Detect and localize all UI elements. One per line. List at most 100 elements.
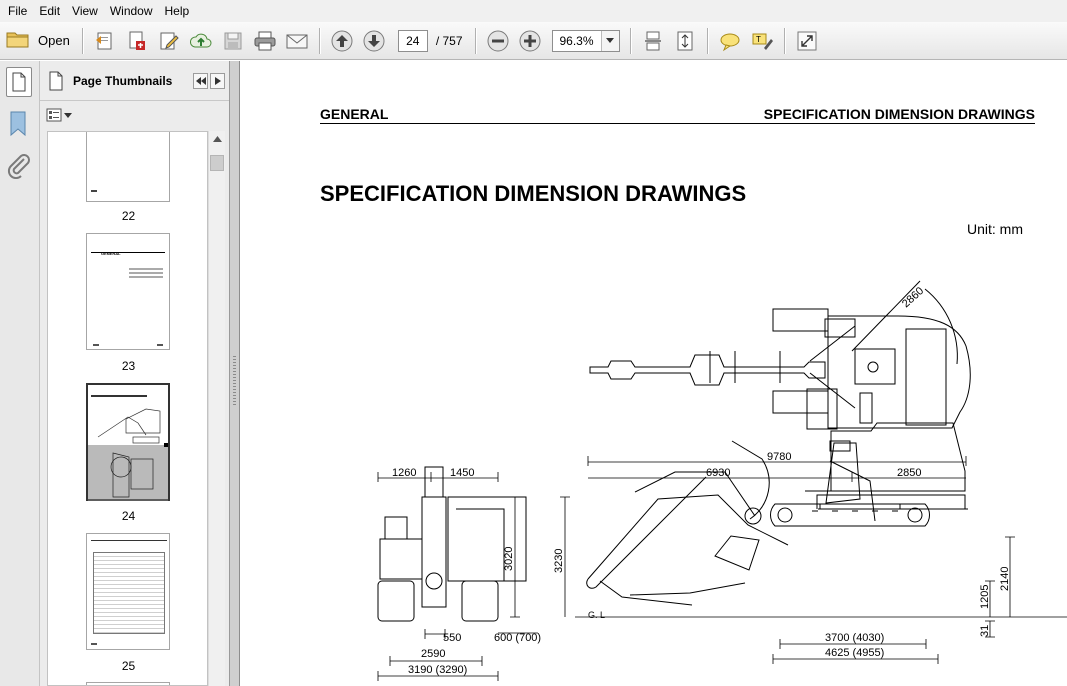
dim-shoe-outer: 600 (700)	[494, 632, 541, 644]
thumbnails-scrollbar[interactable]	[208, 131, 225, 686]
dim-rear-length: 2850	[897, 467, 921, 479]
bookmark-icon	[10, 111, 26, 137]
thumbnail-page-22[interactable]	[86, 132, 170, 202]
expand-icon	[797, 31, 817, 50]
ground-line-label: G. L	[588, 610, 605, 620]
scroll-up-button[interactable]	[209, 131, 225, 147]
thumbnail-label: 23	[121, 359, 136, 373]
paperclip-icon	[7, 154, 30, 180]
thumbnail-page-24[interactable]	[86, 383, 170, 501]
side-view	[586, 422, 968, 606]
dim-total-length: 9780	[767, 451, 791, 463]
header-rule	[320, 123, 1035, 124]
thumbnail-page-25[interactable]	[86, 533, 170, 650]
create-pdf-button[interactable]	[91, 27, 119, 55]
panel-icon	[48, 71, 64, 91]
dim-track-shoe: 550	[443, 632, 461, 644]
create-pdf-icon	[95, 32, 112, 49]
page-header-right: SPECIFICATION DIMENSION DRAWINGS	[763, 106, 1035, 122]
dim-track-gauge: 2590	[421, 648, 445, 660]
document-view[interactable]: GENERAL SPECIFICATION DIMENSION DRAWINGS…	[240, 61, 1067, 686]
menu-file[interactable]: File	[8, 4, 28, 18]
pages-icon	[12, 72, 26, 92]
double-chevron-left-icon	[195, 76, 206, 85]
panel-splitter[interactable]	[230, 61, 240, 686]
thumbnail-label: 22	[121, 209, 136, 223]
thumbnail-label: 25	[121, 659, 136, 673]
chevron-right-icon	[214, 76, 221, 85]
options-menu-button[interactable]	[46, 108, 72, 122]
svg-text:T: T	[756, 35, 761, 44]
save-button[interactable]	[219, 27, 247, 55]
chevron-up-icon	[212, 136, 222, 142]
upload-cloud-button[interactable]	[187, 27, 215, 55]
zoom-in-button[interactable]	[516, 27, 544, 55]
thumbnails-list[interactable]: 22 GENERAL 23 24 25	[47, 131, 208, 686]
arrow-down-circle-icon	[363, 30, 385, 51]
fit-page-button[interactable]	[671, 27, 699, 55]
dim-reach-radius: 2860	[900, 285, 926, 310]
add-comment-button[interactable]	[716, 27, 744, 55]
scroll-thumb[interactable]	[210, 155, 224, 171]
comment-icon	[720, 33, 740, 51]
highlighter-icon: T	[752, 33, 773, 50]
page-header-left: GENERAL	[320, 106, 389, 122]
front-view	[377, 466, 527, 622]
menu-bar: File Edit View Window Help	[0, 0, 1067, 22]
dim-track-length: 4625 (4955)	[825, 647, 884, 659]
page-total: / 757	[435, 33, 463, 48]
menu-edit[interactable]: Edit	[39, 4, 61, 18]
attachments-tab[interactable]	[7, 153, 31, 182]
minus-circle-icon	[487, 30, 509, 51]
dim-front-length: 6930	[706, 467, 730, 479]
scrolling-mode-button[interactable]	[639, 27, 667, 55]
dim-track-width: 3190 (3290)	[408, 664, 467, 676]
fit-page-icon	[677, 31, 693, 50]
folder-icon	[6, 29, 30, 52]
chevron-down-icon	[64, 112, 72, 118]
toolbar-separator	[474, 27, 476, 54]
panel-options-row	[40, 101, 229, 129]
next-page-button[interactable]	[360, 27, 388, 55]
toolbar-separator	[81, 27, 83, 54]
menu-view[interactable]: View	[72, 4, 98, 18]
arrow-up-circle-icon	[331, 30, 353, 51]
edit-pdf-button[interactable]	[155, 27, 183, 55]
dim-undercarriage-height: 1205	[979, 585, 991, 609]
full-screen-button[interactable]	[793, 27, 821, 55]
thumbnails-panel: Page Thumbnails 22 GENERAL 23	[40, 61, 230, 686]
printer-icon	[254, 31, 276, 50]
bookmarks-tab[interactable]	[8, 111, 28, 140]
collapse-panel-button[interactable]	[193, 72, 208, 89]
thumbnail-page-26[interactable]	[86, 682, 170, 685]
thumbnail-header-text: GENERAL	[101, 251, 121, 256]
dim-overall-height: 3230	[553, 549, 565, 573]
email-button[interactable]	[283, 27, 311, 55]
envelope-icon	[286, 34, 308, 48]
page-thumbnails-tab[interactable]	[6, 67, 32, 97]
open-button[interactable]: Open	[6, 27, 76, 55]
menu-help[interactable]: Help	[164, 4, 190, 18]
panel-header: Page Thumbnails	[40, 61, 229, 101]
print-button[interactable]	[251, 27, 279, 55]
thumbnail-label: 24	[121, 509, 136, 523]
dim-front-right: 1450	[450, 467, 474, 479]
expand-panel-button[interactable]	[210, 72, 225, 89]
zoom-select[interactable]: 96.3%	[551, 29, 620, 52]
toolbar-separator	[783, 27, 785, 54]
menu-window[interactable]: Window	[109, 4, 153, 18]
zoom-value: 96.3%	[559, 33, 594, 48]
panel-title: Page Thumbnails	[73, 73, 173, 88]
previous-page-button[interactable]	[328, 27, 356, 55]
chevron-down-icon[interactable]	[600, 30, 619, 51]
export-pdf-button[interactable]	[123, 27, 151, 55]
page-number-input[interactable]: 24	[397, 29, 428, 52]
open-label: Open	[38, 33, 70, 48]
highlight-text-button[interactable]: T	[748, 27, 776, 55]
thumbnail-page-23[interactable]: GENERAL	[86, 233, 170, 350]
toolbar-separator	[629, 27, 631, 54]
edit-form-icon	[160, 32, 179, 49]
unit-label: Unit: mm	[967, 221, 1023, 237]
zoom-out-button[interactable]	[484, 27, 512, 55]
dim-counterweight-height: 2140	[999, 567, 1011, 591]
